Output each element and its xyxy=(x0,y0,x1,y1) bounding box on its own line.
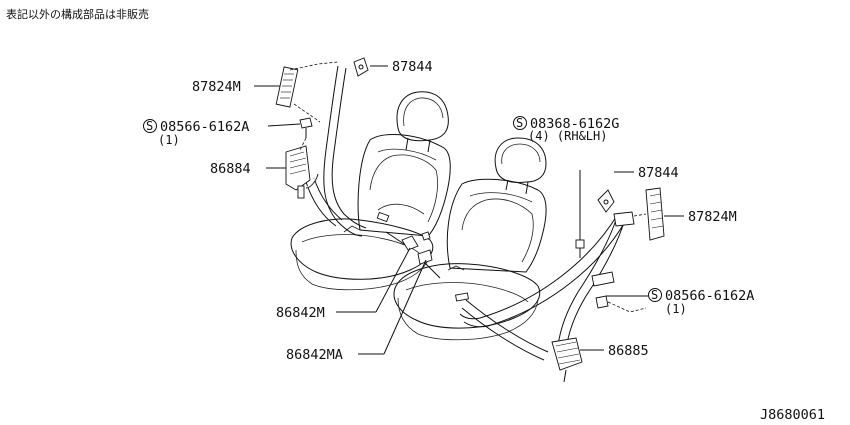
left-belt-assembly xyxy=(275,57,369,237)
standard-part-symbol-left xyxy=(143,119,157,133)
label-bolt-right-qty: (1) xyxy=(665,302,687,316)
symbol-s-left: S xyxy=(146,119,153,133)
label-bolt-left-qty: (1) xyxy=(158,133,180,147)
non-sale-note: 表記以外の構成部品は非販売 xyxy=(6,7,149,21)
center-buckles xyxy=(385,231,441,279)
retractor-86885 xyxy=(551,337,583,371)
adjuster-87824M-left xyxy=(275,66,299,108)
label-bolt-right-number: 08566-6162A xyxy=(665,288,754,304)
label-86884: 86884 xyxy=(210,161,251,177)
callout-labels: 87824M 87844 S 08566-6162A (1) 86884 S 0… xyxy=(143,59,754,363)
label-86885: 86885 xyxy=(608,343,649,359)
label-bolt-center-qty: (4) (RH&LH) xyxy=(528,129,607,143)
label-86842MA: 86842MA xyxy=(286,347,343,363)
leader-lines xyxy=(254,65,684,355)
right-seat-drawing xyxy=(393,137,547,341)
standard-part-symbol-center xyxy=(513,116,527,130)
label-bolt-center-number: 08368-6162G xyxy=(530,116,619,132)
right-belt-assembly xyxy=(459,170,665,383)
diagram-id: J8680061 xyxy=(760,407,825,423)
label-87824M-left: 87824M xyxy=(192,79,241,95)
buckle-86842M xyxy=(401,235,419,251)
symbol-s-center: S xyxy=(516,116,523,130)
adjuster-87824M-right xyxy=(645,187,665,241)
retractor-86884 xyxy=(285,145,311,191)
buckle-86842MA xyxy=(417,249,433,265)
label-87844-top: 87844 xyxy=(392,59,433,75)
label-87844-right: 87844 xyxy=(638,165,679,181)
symbol-s-right: S xyxy=(651,288,658,302)
label-bolt-left-number: 08566-6162A xyxy=(160,119,249,135)
standard-part-symbol-right xyxy=(648,288,662,302)
label-86842M: 86842M xyxy=(276,305,325,321)
label-87824M-right: 87824M xyxy=(688,209,737,225)
